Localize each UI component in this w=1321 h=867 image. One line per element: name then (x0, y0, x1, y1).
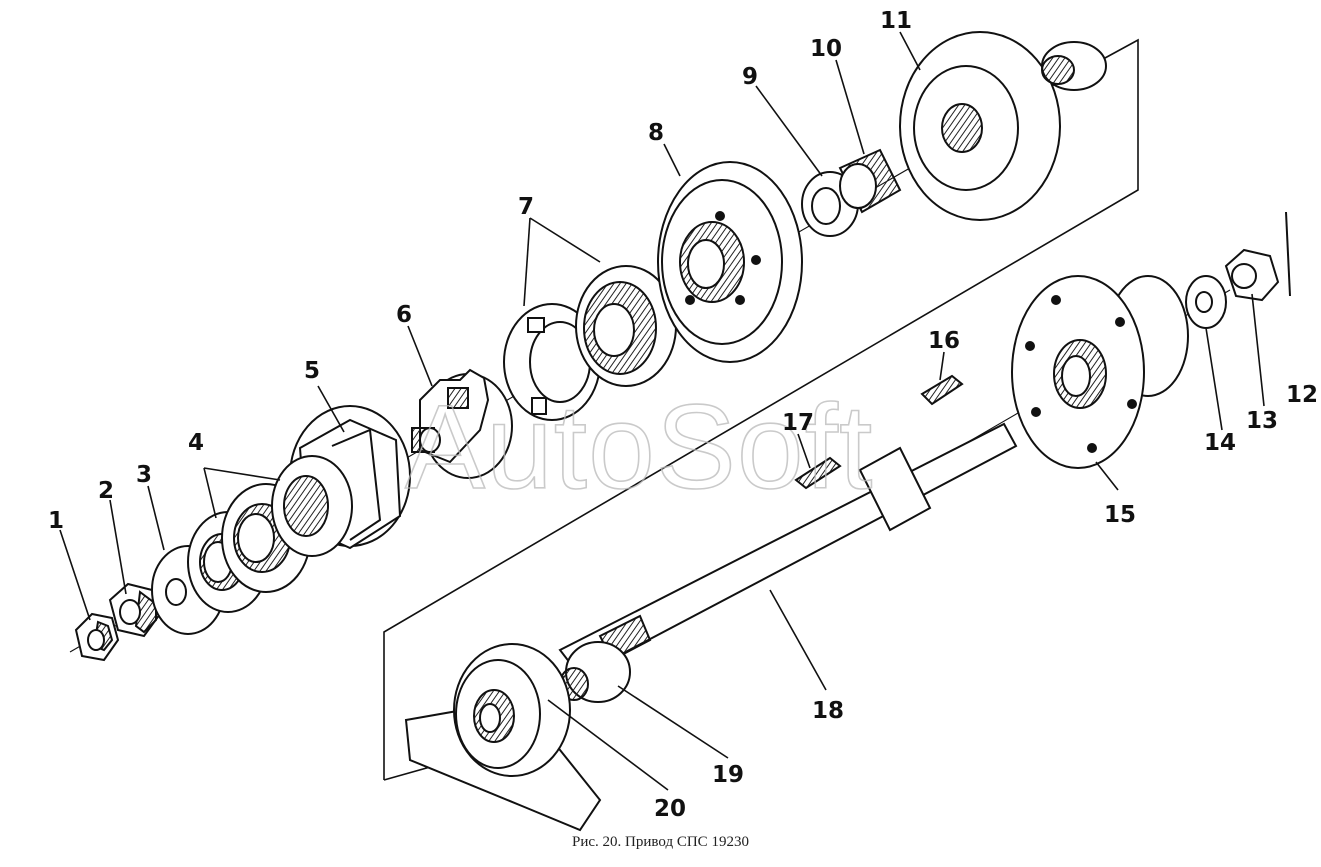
label-3: 3 (136, 462, 152, 488)
part-13-castle-nut (1224, 248, 1280, 302)
label-6: 6 (396, 302, 412, 328)
part-8-sprocket (657, 161, 803, 363)
part-11-sprocket (899, 31, 1107, 221)
label-10: 10 (810, 36, 842, 62)
label-7: 7 (518, 194, 534, 220)
label-14: 14 (1204, 430, 1236, 456)
part-1-nut (74, 612, 120, 662)
part-6-clutch (411, 368, 513, 479)
label-9: 9 (742, 64, 758, 90)
label-18: 18 (812, 698, 844, 724)
label-20: 20 (654, 796, 686, 822)
figure-caption: Рис. 20. Привод СПС 19230 (572, 834, 749, 850)
part-12-pin (1285, 211, 1291, 297)
label-15: 15 (1104, 502, 1136, 528)
label-11: 11 (880, 8, 912, 34)
label-4: 4 (188, 430, 204, 456)
part-number-labels: 1 2 3 4 5 6 7 8 9 10 11 12 13 14 15 16 1… (48, 8, 1318, 822)
part-16-key (920, 374, 964, 406)
label-19: 19 (712, 762, 744, 788)
leader-lines (59, 31, 1265, 791)
label-16: 16 (928, 328, 960, 354)
watermark-text: AutoSoft (405, 380, 873, 514)
part-7-ratchet (503, 265, 677, 421)
part-5-hub (271, 405, 411, 557)
part-20-bearing-housing (404, 643, 602, 832)
part-15-flange (1011, 275, 1189, 469)
label-2: 2 (98, 478, 114, 504)
label-13: 13 (1246, 408, 1278, 434)
part-14-washer (1185, 275, 1227, 329)
label-12: 12 (1286, 382, 1318, 408)
part-10-bushing (838, 148, 902, 214)
label-8: 8 (648, 120, 664, 146)
label-1: 1 (48, 508, 64, 534)
label-5: 5 (304, 358, 320, 384)
part-17-key (794, 456, 842, 490)
label-17: 17 (782, 410, 814, 436)
part-19-bushing (559, 641, 631, 703)
